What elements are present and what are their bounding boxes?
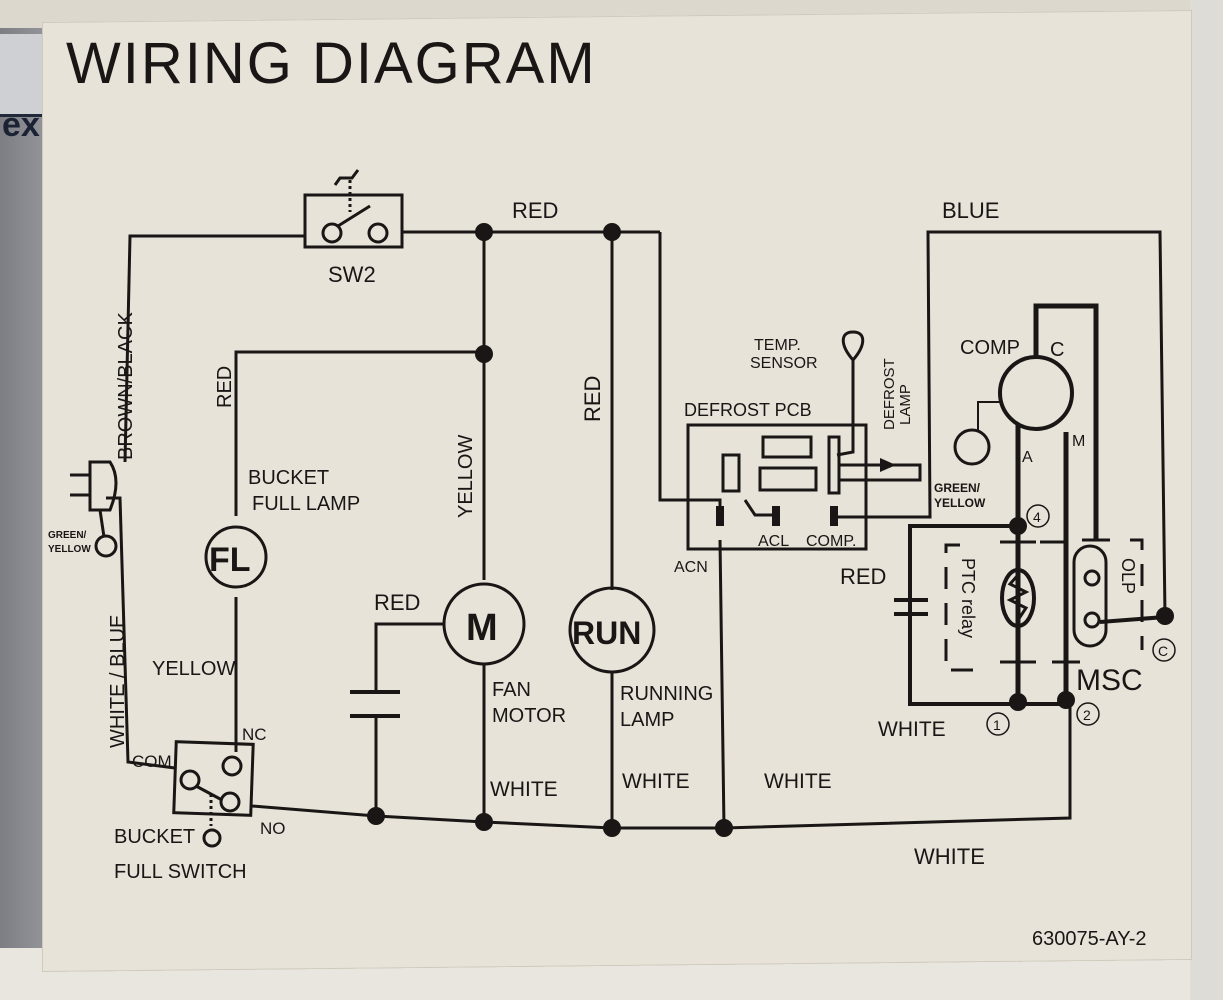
brand-logo-text: ex: [2, 106, 40, 144]
bucket-full-lamp-label-1: BUCKET: [248, 467, 329, 489]
brand-badge: [0, 34, 44, 117]
defrost-pcb-label: DEFROST PCB: [684, 400, 812, 420]
junction-dots: [367, 223, 1174, 837]
defrost-lamp-label-1: DEFROST: [881, 358, 898, 430]
pcb-terminal-acn: ACN: [674, 559, 708, 576]
fl-symbol: FL: [209, 541, 251, 579]
switch-terminal-com: COM: [132, 752, 172, 771]
ground-comp-label-1: GREEN/: [934, 481, 981, 495]
fan-motor-symbol: M: [466, 607, 498, 649]
running-lamp-symbol: RUN: [572, 615, 641, 651]
fan-motor-label-2: MOTOR: [492, 705, 566, 727]
wire-label-red-run: RED: [580, 376, 605, 422]
wire-label-white-fan: WHITE: [490, 778, 558, 801]
wire-label-yellow-fan: YELLOW: [455, 435, 477, 518]
compressor-label: COMP: [960, 337, 1020, 359]
bucket-full-switch-label-2: FULL SWITCH: [114, 861, 247, 883]
node-marker-4: 4: [1033, 509, 1041, 525]
ptc-relay-label: PTC relay: [958, 558, 978, 638]
pcb-terminal-acl: ACL: [758, 533, 789, 550]
fan-motor-label-1: FAN: [492, 679, 531, 701]
wire-acl: [743, 499, 772, 517]
ptc-resistor: [1000, 568, 1036, 628]
ground-symbol-comp: [953, 428, 991, 466]
node-marker-1: 1: [993, 717, 1001, 733]
compressor-terminal-a: A: [1022, 449, 1033, 466]
bucket-full-lamp-label-2: FULL LAMP: [252, 493, 360, 515]
wire-label-red-cap: RED: [374, 590, 420, 615]
wire-label-white-ptc: WHITE: [878, 718, 946, 741]
diagram-title: WIRING DIAGRAM: [66, 31, 597, 96]
wire-label-white-blue: WHITE / BLUE: [107, 615, 129, 748]
wires: [70, 169, 1167, 848]
pcb-terminal-comp: COMP.: [806, 533, 856, 550]
bucket-full-lamp-circle: [204, 525, 268, 589]
wire-label-white-bottom: WHITE: [914, 844, 985, 869]
running-lamp-label-1: RUNNING: [620, 683, 713, 705]
compressor-terminal-c: C: [1050, 339, 1064, 361]
ground-comp-label-2: YELLOW: [934, 496, 986, 510]
running-lamp-circle: [568, 586, 656, 674]
wire-label-brown-black: BROWN/BLACK: [115, 312, 137, 460]
wire-label-white-run: WHITE: [622, 770, 690, 793]
msc-label: MSC: [1076, 664, 1143, 697]
wire-acn: [718, 539, 726, 829]
fan-motor-circle: [442, 582, 526, 666]
node-marker-2: 2: [1083, 707, 1091, 723]
switch-terminal-no: NO: [260, 819, 286, 838]
part-number: 630075-AY-2: [1032, 928, 1147, 950]
temp-sensor-label-1: TEMP.: [754, 337, 801, 354]
wire-red-cap: [374, 622, 444, 692]
bucket-switch-box: [172, 740, 255, 817]
wire-label-yellow-fl: YELLOW: [152, 658, 235, 680]
ground-symbol-plug: [94, 534, 118, 558]
power-plug: [88, 460, 118, 512]
wire-red-to-pcb: [658, 232, 722, 520]
compressor-circle: [998, 355, 1074, 431]
sw2-box: [303, 193, 404, 249]
wire-brown-black: [123, 234, 305, 463]
temp-sensor-probe: [841, 330, 865, 363]
wire-blue: [838, 230, 1167, 617]
wire-comp-c: [1033, 303, 1099, 540]
running-lamp-label-2: LAMP: [620, 709, 674, 731]
wire-label-red-ptc: RED: [840, 564, 886, 589]
compressor-terminal-m: M: [1072, 433, 1085, 450]
defrost-pcb-box: [686, 423, 868, 551]
wire-red-fl: [234, 350, 484, 516]
defrost-lamp-label-2: LAMP: [897, 384, 914, 425]
ground-plug-label-2: YELLOW: [48, 544, 91, 555]
olp-body: [1072, 544, 1108, 648]
switch-terminal-nc: NC: [242, 725, 267, 744]
defrost-lamp-leads: [839, 463, 922, 482]
temp-sensor-label-2: SENSOR: [750, 355, 818, 372]
sw2-label: SW2: [328, 262, 376, 287]
appliance-side-panel: ex: [0, 28, 44, 948]
wire-label-white-pcb: WHITE: [764, 770, 832, 793]
wire-label-red-fl: RED: [214, 366, 236, 408]
wire-label-red-top: RED: [512, 198, 558, 223]
node-marker-c: C: [1158, 643, 1168, 659]
ground-plug-label-1: GREEN/: [48, 530, 87, 541]
olp-label: OLP: [1118, 558, 1138, 594]
bucket-full-switch-label-1: BUCKET: [114, 826, 195, 848]
wire-red-ptc: [908, 524, 1066, 706]
wire-label-blue: BLUE: [942, 198, 999, 223]
wire-temp-sensor: [836, 360, 855, 457]
background-right: [1190, 0, 1223, 1000]
